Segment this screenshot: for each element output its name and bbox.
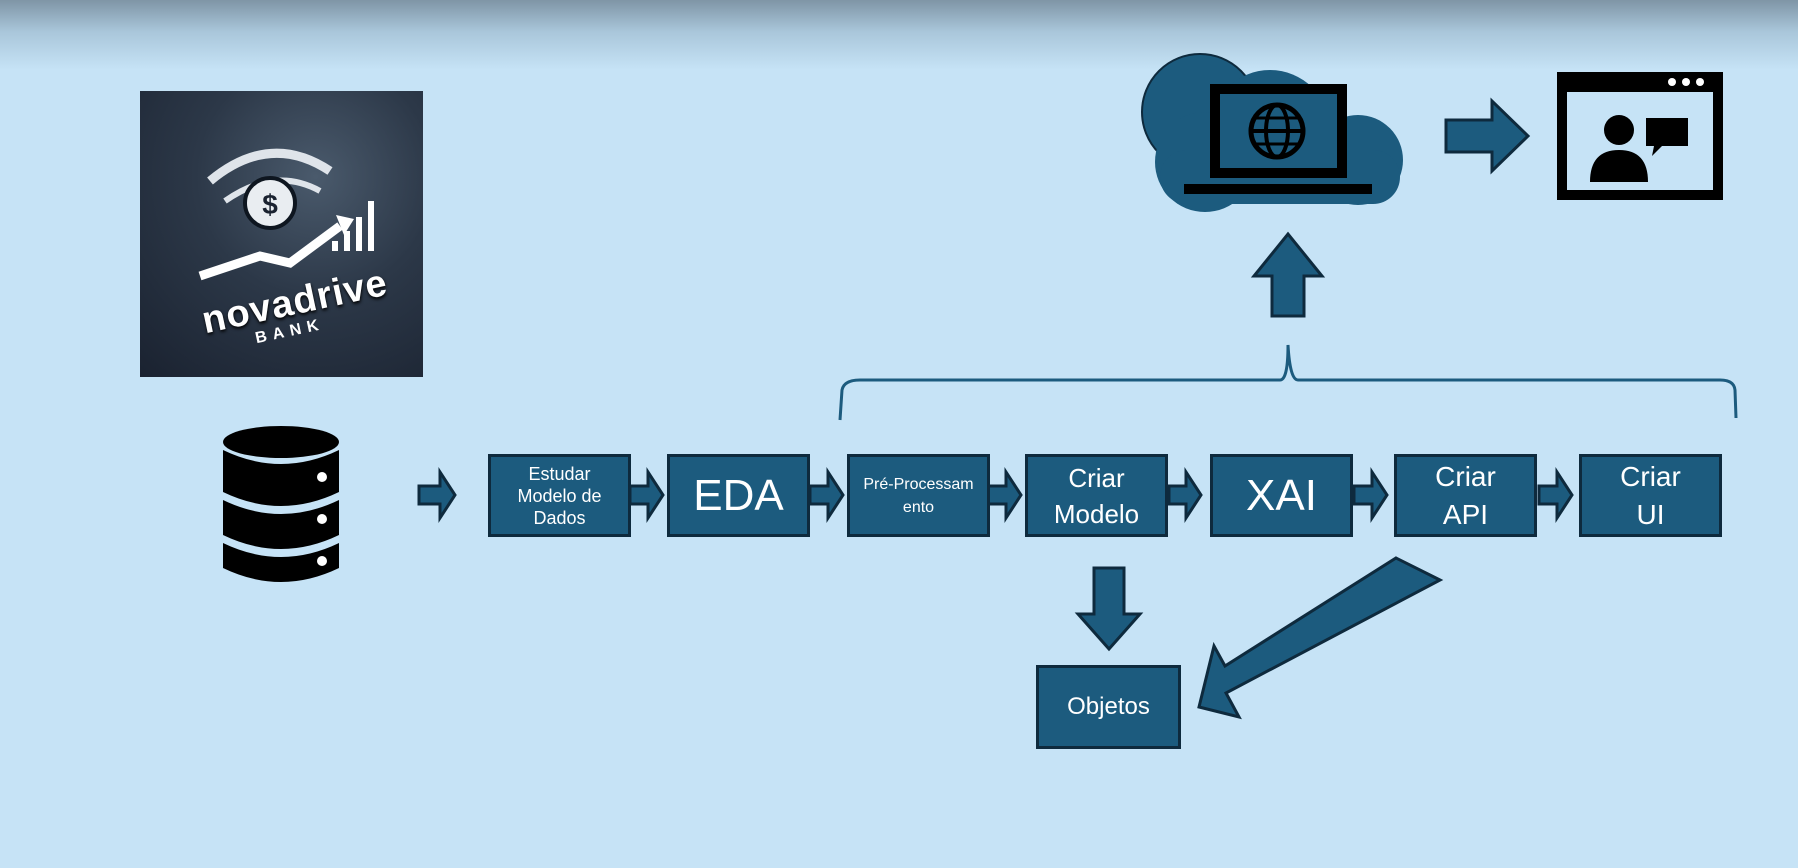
step-label: Criar API [1435, 460, 1496, 530]
arrow-right-large [1444, 97, 1531, 175]
arrow-down [1074, 566, 1144, 652]
step-label: EDA [693, 470, 784, 520]
step-xai: XAI [1210, 454, 1353, 537]
flow-arrow-6 [1352, 466, 1389, 524]
flow-arrow-5 [1167, 466, 1203, 524]
video-call-window-icon [1557, 72, 1723, 200]
step-label: Criar UI [1620, 460, 1681, 530]
top-shading [0, 0, 1798, 70]
step-estudar-modelo-de-dados: Estudar Modelo de Dados [488, 454, 631, 537]
grouping-brace [838, 344, 1738, 421]
flow-arrows [417, 466, 1574, 524]
output-objetos: Objetos [1036, 665, 1181, 749]
cloud-laptop-globe-icon [1141, 53, 1403, 212]
logo-emblem-icon: $ [198, 148, 374, 281]
step-criar-api: Criar API [1394, 454, 1537, 537]
step-label: XAI [1246, 470, 1317, 520]
step-label: Criar Modelo [1053, 462, 1140, 529]
flow-arrow-2 [628, 466, 665, 524]
flow-arrow-7 [1537, 466, 1574, 524]
step-eda: EDA [667, 454, 810, 537]
flow-arrow-1 [417, 466, 457, 524]
arrow-diagonal [1197, 556, 1444, 720]
output-label: Objetos [1067, 693, 1150, 720]
arrow-up [1250, 231, 1326, 318]
novadrive-logo: $ novadrive BANK [140, 91, 423, 377]
step-pre-processamento: Pré-Processamento [847, 454, 990, 537]
svg-text:$: $ [262, 189, 278, 220]
step-criar-ui: Criar UI [1579, 454, 1722, 537]
flow-arrow-4 [986, 466, 1023, 524]
database-icon [223, 426, 339, 582]
step-label: Pré-Processamento [863, 475, 974, 516]
step-criar-modelo: Criar Modelo [1025, 454, 1168, 537]
step-label: Estudar Modelo de Dados [517, 463, 602, 528]
flow-arrow-3 [808, 466, 845, 524]
